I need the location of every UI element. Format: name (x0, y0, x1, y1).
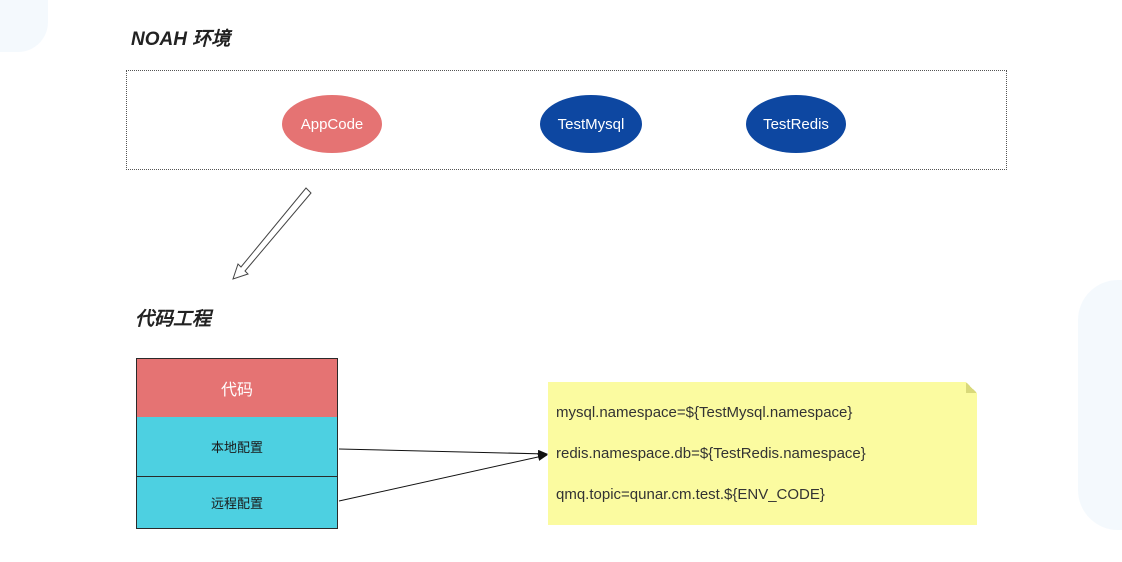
testmysql-node: TestMysql (540, 95, 642, 153)
env-container (126, 70, 1007, 170)
local-config-connector (338, 448, 548, 458)
code-section-title: 代码工程 (135, 309, 212, 330)
code-block: 代码 (136, 358, 338, 418)
env-section-title: NOAH 环境 (131, 29, 231, 50)
background-decoration-right (1078, 280, 1122, 530)
local-config-block: 本地配置 (136, 417, 338, 477)
note-line-redis: redis.namespace.db=${TestRedis.namespace… (556, 445, 866, 462)
note-line-qmq: qmq.topic=qunar.cm.test.${ENV_CODE} (556, 486, 825, 503)
note-line-mysql: mysql.namespace=${TestMysql.namespace} (556, 404, 853, 421)
appcode-node: AppCode (282, 95, 382, 153)
remote-config-block: 远程配置 (136, 476, 338, 529)
hollow-arrow (232, 187, 312, 280)
config-note (548, 382, 977, 525)
remote-config-connector (338, 453, 548, 502)
note-fold-corner (966, 382, 977, 393)
testredis-node: TestRedis (746, 95, 846, 153)
